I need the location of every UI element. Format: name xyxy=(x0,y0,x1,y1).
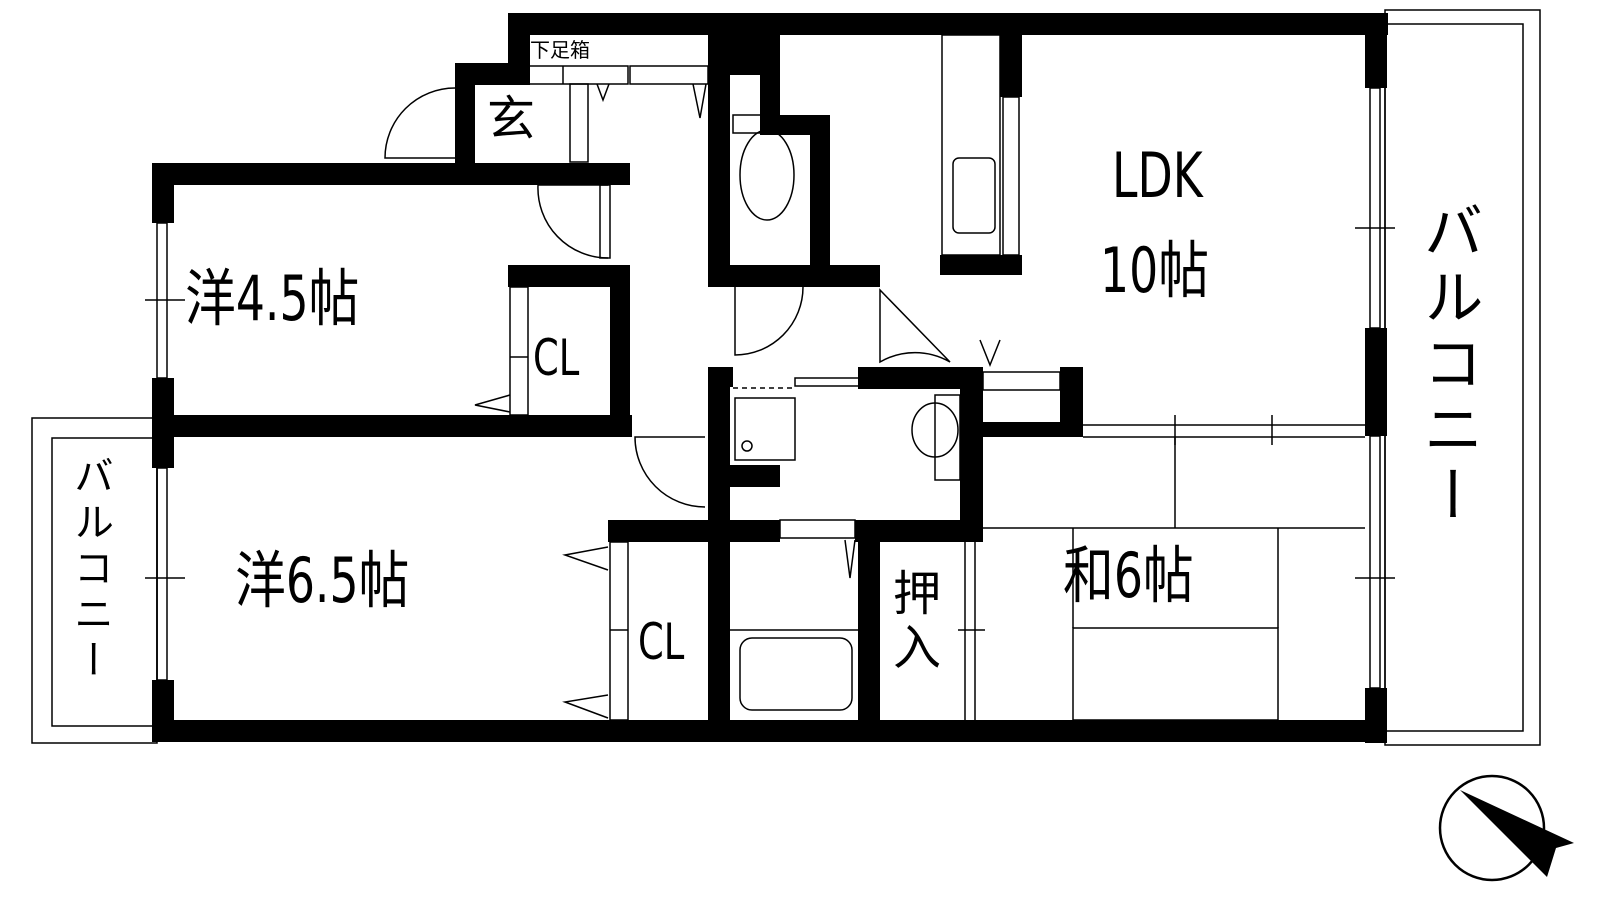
room-western-6-5-label: 洋6.5帖 xyxy=(235,544,410,617)
oshiire-label: 押入 xyxy=(884,568,940,676)
closet-2-label: CL xyxy=(638,613,685,671)
room-western-4-5-label: 洋4.5帖 xyxy=(185,262,360,335)
shoe-box-label: 下足箱 xyxy=(530,38,590,62)
closet-1-label: CL xyxy=(533,329,580,387)
fixtures xyxy=(474,34,1365,721)
north-arrow-icon xyxy=(1438,774,1574,882)
entrance-label: 玄 xyxy=(487,91,536,147)
room-ldk-size: 10帖 xyxy=(1100,234,1210,307)
balcony-east-label: バルコニー xyxy=(1413,200,1483,530)
windows xyxy=(145,87,1395,689)
doors xyxy=(384,87,1001,508)
room-ldk-label: LDK xyxy=(1112,139,1203,212)
walls xyxy=(152,13,1388,743)
room-japanese-label: 和6帖 xyxy=(1063,539,1194,612)
balcony-west-label: バルコニー xyxy=(67,455,113,685)
